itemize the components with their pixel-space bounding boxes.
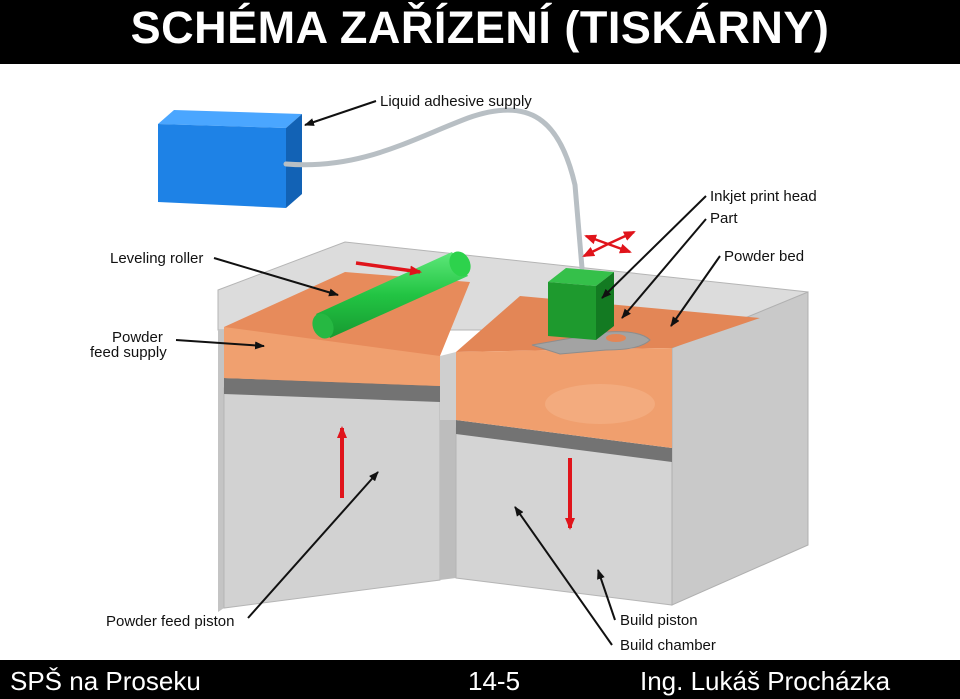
- title-bar: SCHÉMA ZAŘÍZENÍ (TISKÁRNY): [0, 0, 960, 64]
- footer-slide-number: 14-5: [468, 667, 520, 695]
- footer-school: SPŠ na Proseku: [10, 667, 201, 695]
- leader-liquid-adhesive: [305, 101, 376, 125]
- slide-title: SCHÉMA ZAŘÍZENÍ (TISKÁRNY): [0, 2, 960, 54]
- label-build-chamber: Build chamber: [620, 637, 716, 654]
- label-inkjet-print-head: Inkjet print head: [710, 188, 817, 205]
- printer-schematic-diagram: Liquid adhesive supply Inkjet print head…: [0, 64, 960, 660]
- inkjet-print-head-shape: [548, 268, 614, 340]
- adhesive-tube: [286, 110, 582, 268]
- footer-bar: SPŠ na Proseku 14-5 Ing. Lukáš Procházka: [0, 660, 960, 699]
- center-divider: [440, 352, 456, 420]
- label-liquid-adhesive-supply: Liquid adhesive supply: [380, 93, 532, 110]
- label-powder-bed: Powder bed: [724, 248, 804, 265]
- footer-author: Ing. Lukáš Procházka: [640, 667, 890, 695]
- label-powder-feed-piston: Powder feed piston: [106, 613, 234, 630]
- label-powder-feed-supply-line2: feed supply: [90, 344, 167, 361]
- label-leveling-roller: Leveling roller: [110, 250, 203, 267]
- print-head-motion-arrows: [584, 232, 634, 256]
- label-build-piston: Build piston: [620, 612, 698, 629]
- liquid-adhesive-box: [158, 110, 302, 208]
- label-part: Part: [710, 210, 738, 227]
